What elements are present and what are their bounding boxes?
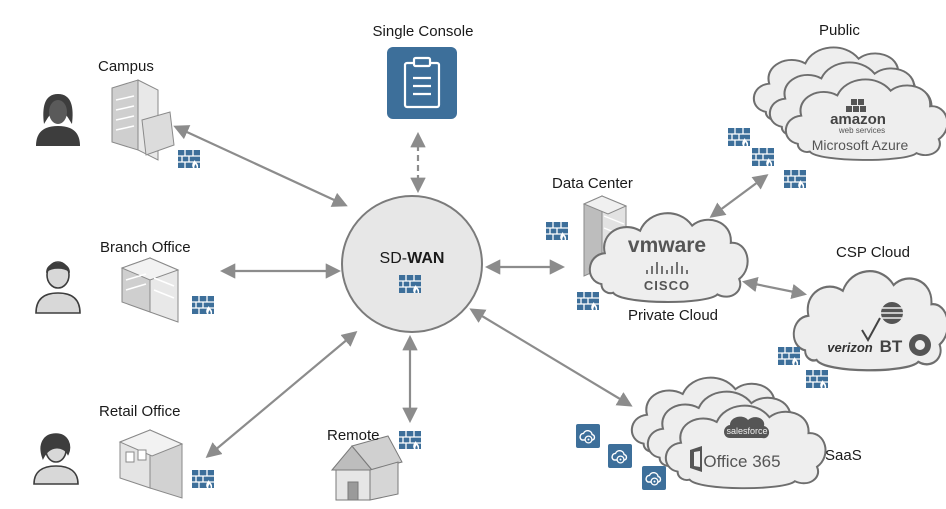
- link-retail: [205, 331, 358, 458]
- person-icon: [36, 94, 80, 146]
- building-icon: [111, 79, 175, 161]
- clipboard-icon: [403, 56, 441, 109]
- connectors: [173, 125, 808, 458]
- vmware-logo: vmware: [628, 234, 706, 257]
- campus-label: Campus: [98, 58, 154, 75]
- firewall-icon: [777, 346, 801, 366]
- csp-cloud-label: CSP Cloud: [836, 244, 910, 261]
- svg-text:verizon: verizon: [827, 340, 873, 355]
- firewall-icon: [191, 295, 215, 315]
- firewall-icon: [177, 149, 201, 169]
- building-icon: [118, 429, 184, 499]
- svg-text:web services: web services: [838, 126, 885, 135]
- cloud-security-icon: [607, 443, 633, 469]
- firewall-icon: [398, 430, 422, 450]
- link-saas: [469, 308, 633, 407]
- public-label: Public: [819, 22, 860, 39]
- link-campus: [173, 125, 348, 207]
- person-campus: [36, 94, 80, 146]
- cisco-logo: CISCO: [644, 262, 690, 293]
- person-retail: [33, 433, 79, 485]
- firewall-icon: [727, 127, 751, 147]
- single-console-node[interactable]: [387, 47, 457, 119]
- verizon-logo: verizon: [827, 317, 881, 355]
- hub-label: SD-WAN: [380, 250, 445, 267]
- building-icon: [120, 257, 180, 323]
- svg-text:salesforce: salesforce: [726, 426, 767, 436]
- sdwan-hub[interactable]: SD-WAN: [341, 195, 483, 333]
- firewall-icon: [751, 147, 775, 167]
- office365-logo: Office 365: [690, 446, 781, 472]
- person-branch: [35, 261, 81, 314]
- salesforce-logo: salesforce: [724, 416, 770, 439]
- person-icon: [33, 433, 79, 485]
- svg-text:CISCO: CISCO: [644, 278, 690, 293]
- amazon-logo: amazon web services: [830, 99, 886, 135]
- firewall-icon: [191, 469, 215, 489]
- single-console-label: Single Console: [372, 23, 474, 40]
- retail-building: [118, 429, 215, 499]
- svg-text:amazon: amazon: [830, 111, 886, 128]
- hub-circle: [341, 195, 483, 333]
- firewall-icon: [805, 369, 829, 389]
- house-icon: [330, 435, 403, 501]
- svg-text:BT: BT: [880, 337, 903, 356]
- remote-label: Remote: [327, 427, 380, 444]
- firewall-icon: [398, 274, 422, 294]
- branch-building: [120, 257, 215, 323]
- cloud-security-icon: [575, 423, 601, 449]
- campus-building: [111, 79, 201, 169]
- firewall-icon: [783, 169, 807, 189]
- bt-logo: BT: [880, 334, 931, 356]
- data-center-label: Data Center: [552, 175, 633, 192]
- firewall-icon: [576, 291, 600, 311]
- link-csp: [741, 276, 808, 300]
- att-globe-logo: [881, 302, 903, 324]
- cloud-security-icon: [641, 465, 667, 491]
- saas-label: SaaS: [825, 447, 862, 464]
- remote-house: [330, 430, 422, 501]
- branch-office-label: Branch Office: [100, 239, 191, 256]
- retail-office-label: Retail Office: [99, 403, 181, 420]
- microsoft-azure-logo: Microsoft Azure: [812, 137, 909, 153]
- link-public: [709, 174, 769, 218]
- svg-text:Office 365: Office 365: [703, 452, 780, 471]
- private-cloud-label: Private Cloud: [627, 307, 719, 324]
- person-icon: [35, 261, 81, 314]
- svg-text:vmware: vmware: [628, 234, 706, 257]
- firewall-icon: [545, 221, 569, 241]
